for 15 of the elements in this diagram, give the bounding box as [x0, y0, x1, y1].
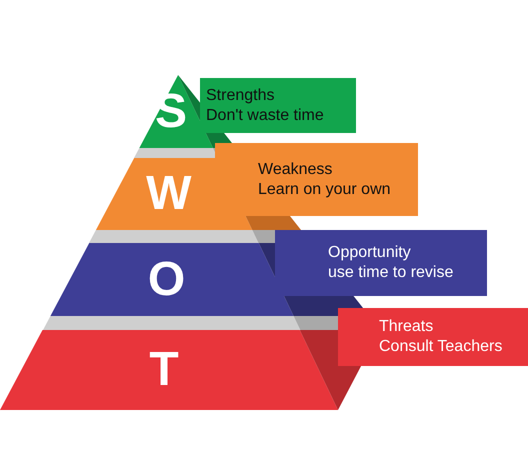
band-letter: T	[149, 346, 179, 394]
label-text: Don't waste time	[206, 106, 325, 126]
label-card	[338, 308, 528, 366]
label-card	[215, 143, 418, 216]
label-card	[200, 78, 356, 133]
label-text: Learn on your own	[258, 180, 392, 200]
label-heading: Weakness	[258, 160, 334, 180]
label-text: Consult Teachers	[379, 337, 504, 357]
label-heading: Opportunity	[328, 243, 412, 263]
label-text: use time to revise	[328, 263, 454, 283]
label-heading: Strengths	[206, 86, 276, 106]
band-letter: O	[148, 256, 186, 304]
label-heading: Threats	[379, 317, 434, 337]
band-letter: W	[146, 170, 192, 218]
label-card	[275, 230, 487, 296]
